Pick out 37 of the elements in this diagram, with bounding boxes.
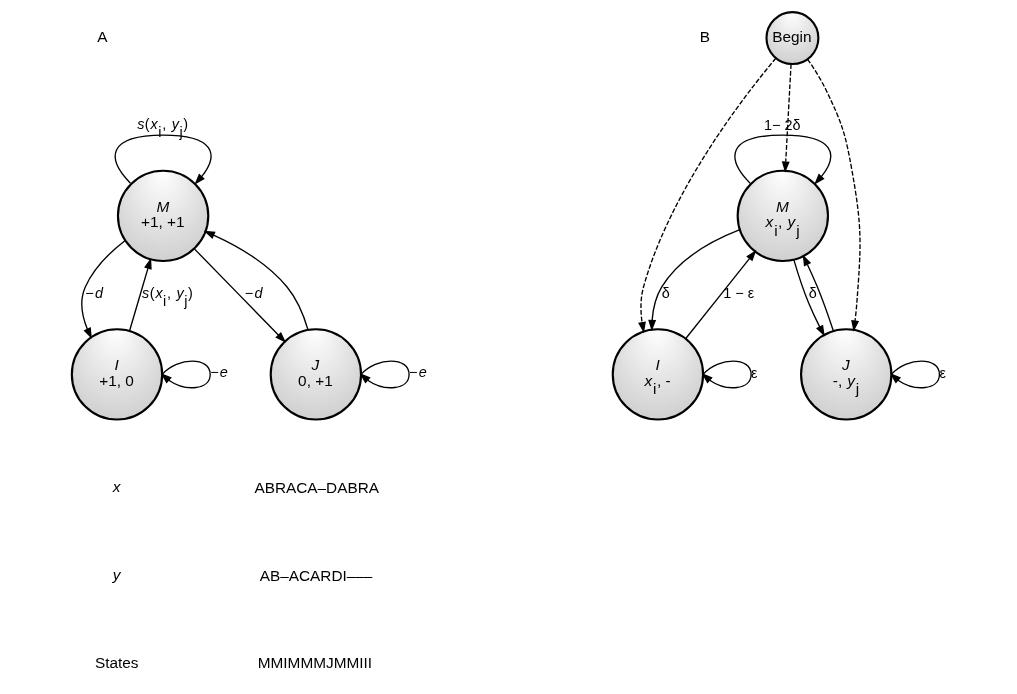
arrow — [684, 249, 756, 340]
node-circle: M +1, +1 — [116, 169, 209, 263]
arrow — [637, 57, 776, 334]
arrow — [647, 229, 741, 332]
edge-label: 1− 2δ — [763, 117, 801, 134]
node-circle: Begin — [764, 11, 819, 66]
arrow — [889, 360, 940, 389]
label: A — [96, 27, 108, 45]
arrow — [701, 360, 752, 389]
edge-label: ε — [938, 364, 946, 381]
edge-label: −e — [209, 363, 228, 380]
arrow — [160, 360, 211, 389]
edge-label: δ — [808, 285, 817, 302]
arrow — [792, 259, 825, 337]
edge-label: 1 − ε — [722, 285, 754, 302]
arrow — [128, 257, 152, 332]
edge-label: −d — [244, 284, 262, 301]
arrow — [193, 248, 286, 343]
label: x — [112, 478, 120, 496]
edge-label: ε — [750, 364, 758, 381]
edge-label: δ — [661, 285, 670, 302]
arrow — [80, 239, 126, 340]
arrow — [806, 58, 861, 332]
arrow — [802, 254, 834, 332]
arrow — [114, 134, 212, 185]
arrow — [781, 63, 792, 173]
label: B — [699, 27, 710, 45]
label: States — [94, 654, 138, 672]
arrow — [359, 360, 410, 389]
arrow — [733, 134, 831, 185]
label: ABRACA–DABRA — [253, 479, 379, 497]
edge-label: −e — [408, 363, 427, 380]
label: AB–ACARDI––– — [259, 566, 372, 584]
label: y — [112, 565, 120, 583]
arrow — [203, 230, 309, 331]
label: MMIMMMJMMIII — [257, 654, 372, 672]
edge-label: −d — [84, 284, 103, 301]
